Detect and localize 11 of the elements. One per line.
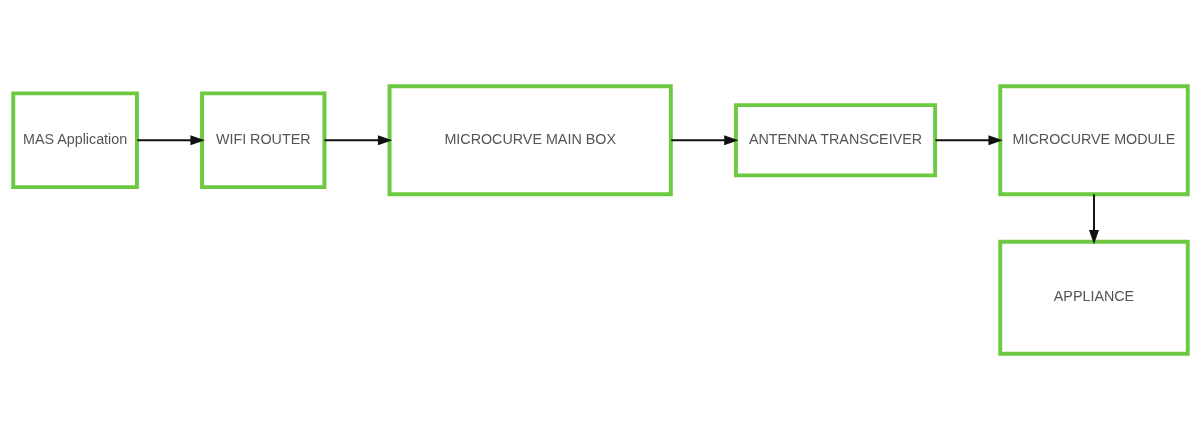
node-box: ANTENNA TRANSCEIVER <box>733 102 938 177</box>
node-box: MICROCURVE MAIN BOX <box>387 83 673 196</box>
node-box: WIFI ROUTER <box>200 90 327 189</box>
arrow <box>136 134 205 145</box>
node-box: APPLIANCE <box>998 239 1190 356</box>
arrow <box>670 134 739 145</box>
node-box: MICROCURVE MODULE <box>998 83 1190 196</box>
arrow <box>323 134 393 145</box>
node-box: MAS Application <box>11 90 139 189</box>
arrow <box>934 134 1003 145</box>
arrow <box>1088 193 1099 244</box>
